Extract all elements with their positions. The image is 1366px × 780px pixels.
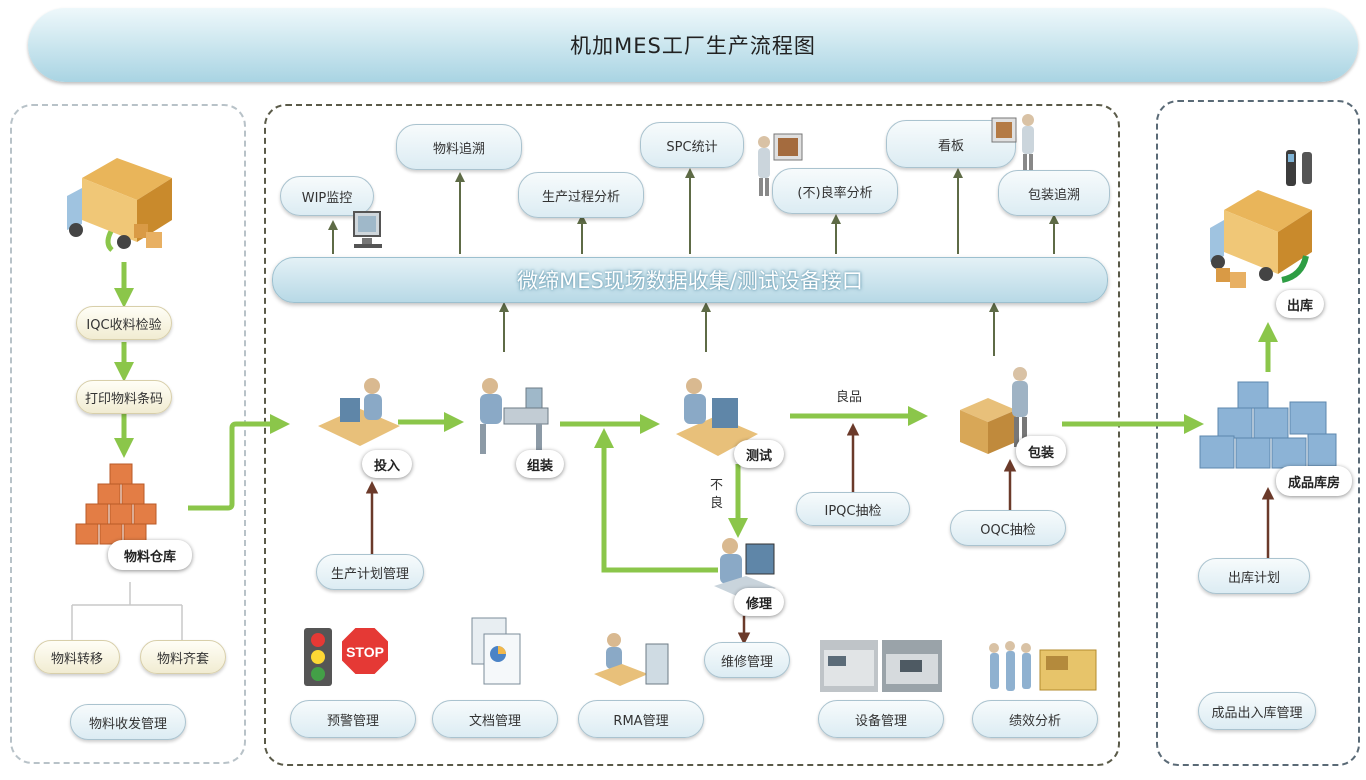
stop-sign-text: STOP (346, 644, 384, 660)
mes-bar-label: 微缔MES现场数据收集/测试设备接口 (517, 269, 863, 293)
rma-service-icon (594, 633, 669, 686)
alarm-management-node[interactable]: 预警管理 (290, 700, 416, 738)
document-icon (471, 617, 521, 685)
fg-inout-management-node[interactable]: 成品出入库管理 (1198, 692, 1316, 730)
handheld-scanner-icon (1286, 150, 1312, 186)
packing-station-icon (960, 367, 1028, 454)
print-barcode-node[interactable]: 打印物料条码 (76, 380, 172, 414)
ship-out-label: 出库 (1276, 290, 1324, 318)
wip-monitor-node[interactable]: WIP监控 (280, 176, 374, 216)
equipment-machines-icon (820, 640, 942, 692)
production-panel (264, 104, 1120, 766)
spc-statistics-node[interactable]: SPC统计 (640, 122, 744, 168)
assembly-station-label: 组装 (516, 450, 564, 478)
stop-sign-icon: STOP (340, 626, 390, 676)
production-plan-node[interactable]: 生产计划管理 (316, 554, 424, 590)
finished-goods-boxes-icon (1199, 381, 1337, 469)
delivery-truck-icon (67, 158, 172, 249)
presenter-icon (758, 133, 803, 196)
document-management-node[interactable]: 文档管理 (432, 700, 558, 738)
boxes-stack-icon (75, 463, 157, 545)
equipment-management-node[interactable]: 设备管理 (818, 700, 944, 738)
iqc-inspection-node[interactable]: IQC收料检验 (76, 306, 172, 340)
material-panel (10, 104, 246, 764)
assembly-station-icon (480, 378, 549, 454)
defect-label-2: 良 (710, 496, 724, 511)
material-trace-node[interactable]: 物料追溯 (396, 124, 522, 170)
finished-warehouse-label: 成品库房 (1276, 466, 1352, 496)
rma-management-node[interactable]: RMA管理 (578, 700, 704, 738)
input-station-label: 投入 (362, 450, 412, 478)
performance-analysis-node[interactable]: 绩效分析 (972, 700, 1098, 738)
oqc-sampling-node[interactable]: OQC抽检 (950, 510, 1066, 546)
shipping-truck-icon (1210, 190, 1312, 288)
shipping-panel (1156, 100, 1360, 766)
presenter-board-icon (991, 114, 1034, 172)
material-kitting-node[interactable]: 物料齐套 (140, 640, 226, 674)
material-management-node[interactable]: 物料收发管理 (70, 704, 186, 740)
input-station-icon (318, 378, 400, 446)
mes-data-interface-bar: 微缔MES现场数据收集/测试设备接口 (272, 257, 1108, 303)
material-transfer-node[interactable]: 物料转移 (34, 640, 120, 674)
ship-plan-node[interactable]: 出库计划 (1198, 558, 1310, 594)
packing-station-label: 包装 (1016, 436, 1066, 466)
title-banner: 机加MES工厂生产流程图 (28, 8, 1358, 82)
test-station-label: 测试 (734, 440, 784, 468)
repair-management-node[interactable]: 维修管理 (704, 642, 790, 678)
ipqc-sampling-node[interactable]: IPQC抽检 (796, 492, 910, 526)
diagram-title: 机加MES工厂生产流程图 (570, 34, 816, 58)
monitor-icon (353, 211, 382, 248)
material-warehouse-label: 物料仓库 (108, 540, 192, 570)
test-station-icon (676, 378, 758, 456)
good-product-label: 良品 (836, 390, 863, 405)
package-trace-node[interactable]: 包装追溯 (998, 170, 1110, 216)
traffic-light-icon (304, 628, 332, 686)
repair-station-label: 修理 (734, 588, 784, 616)
defect-label-1: 不 (710, 478, 724, 493)
process-analysis-node[interactable]: 生产过程分析 (518, 172, 644, 218)
team-performance-icon (989, 641, 1097, 691)
yield-analysis-node[interactable]: (不)良率分析 (772, 168, 898, 214)
